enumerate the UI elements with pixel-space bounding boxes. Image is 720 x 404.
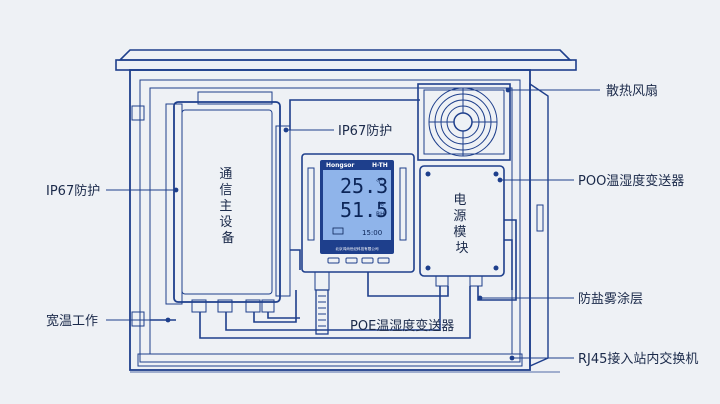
fan-housing — [417, 83, 511, 161]
humidity-unit-bottom: RH — [376, 211, 385, 218]
humidity-value: 51.5 — [340, 198, 388, 222]
transmitter-rail-left — [307, 167, 315, 241]
humidity-unit-top: % — [378, 201, 384, 208]
poe-transmitter-label: POE温湿度变送器 — [350, 318, 454, 334]
fan-frame — [423, 89, 505, 155]
cabinet-base — [137, 353, 523, 367]
temperature-value: 25.3 — [340, 174, 388, 198]
cabinet — [115, 49, 577, 371]
comm-char-4: 设 — [219, 215, 232, 230]
comm-char-3: 主 — [219, 199, 232, 214]
hinge-bottom — [131, 311, 145, 327]
comm-connector-3 — [245, 299, 261, 313]
comm-char-1: 通 — [219, 167, 232, 182]
comm-device-body — [173, 101, 281, 303]
power-char-4: 块 — [455, 241, 468, 256]
transmitter-button-2[interactable] — [345, 257, 358, 264]
callout-labels: 散热风扇 IP67防护 IP67防护 POO温湿度变送器 防盐雾涂层 宽温工作 … — [46, 83, 698, 367]
comm-device-panel — [181, 109, 273, 295]
probe-collar — [314, 271, 330, 291]
transmitter-button-3[interactable] — [361, 257, 374, 264]
temperature-unit: ℃ — [376, 179, 383, 186]
ip67-left-label: IP67防护 — [46, 183, 100, 199]
footer-text: 北京鸿尚世纪科技有限公司 — [335, 246, 379, 251]
comm-bracket-right — [275, 125, 291, 297]
transmitter-button-4[interactable] — [377, 257, 390, 264]
cabinet-roof-edge — [115, 59, 577, 71]
power-char-2: 源 — [453, 209, 466, 224]
door-handle — [536, 204, 544, 232]
comm-connector-1 — [191, 299, 207, 313]
poo-transmitter-label: POO温湿度变送器 — [578, 173, 684, 189]
rj45-label: RJ45接入站内交换机 — [578, 351, 698, 367]
transmitter: Hongsor H-TH 25.3 ℃ 51.5 % RH 15:00 北京鸿尚… — [301, 153, 415, 335]
salt-fog-label: 防盐雾涂层 — [578, 291, 643, 307]
cabinet-roof — [118, 49, 572, 61]
comm-device: 通 信 主 设 备 — [165, 91, 291, 313]
brand-label: Hongsor — [326, 162, 354, 169]
comm-connector-2 — [217, 299, 233, 313]
wiring — [150, 99, 517, 339]
ip67-top-label: IP67防护 — [338, 123, 392, 139]
power-module: 电 源 模 块 — [419, 165, 505, 287]
transmitter-body — [301, 153, 415, 273]
fan-unit — [417, 83, 511, 161]
comm-char-2: 信 — [219, 183, 232, 198]
comm-char-5: 备 — [221, 230, 234, 246]
power-char-1: 电 — [453, 193, 466, 208]
hinge-top — [131, 105, 145, 121]
wide-temp-label: 宽温工作 — [46, 313, 98, 329]
cabinet-door — [529, 82, 549, 368]
comm-device-label: 通 信 主 设 备 — [219, 167, 236, 246]
fan-guard — [428, 87, 498, 157]
power-char-3: 模 — [453, 225, 466, 240]
transmitter-rail-right — [399, 167, 407, 241]
signal-icon — [332, 227, 344, 235]
transmitter-button-1[interactable] — [327, 257, 340, 264]
clock-value: 15:00 — [362, 229, 382, 237]
power-connector-1 — [435, 275, 449, 287]
comm-top-clip — [197, 91, 273, 105]
power-module-body — [419, 165, 505, 277]
fan-label: 散热风扇 — [606, 83, 658, 99]
model-label: H-TH — [372, 162, 388, 169]
callouts — [106, 87, 600, 373]
power-connector-2 — [469, 275, 483, 287]
cabinet-frame — [139, 79, 521, 363]
probe-body — [315, 289, 329, 335]
power-module-label: 电 源 模 块 — [453, 193, 470, 256]
